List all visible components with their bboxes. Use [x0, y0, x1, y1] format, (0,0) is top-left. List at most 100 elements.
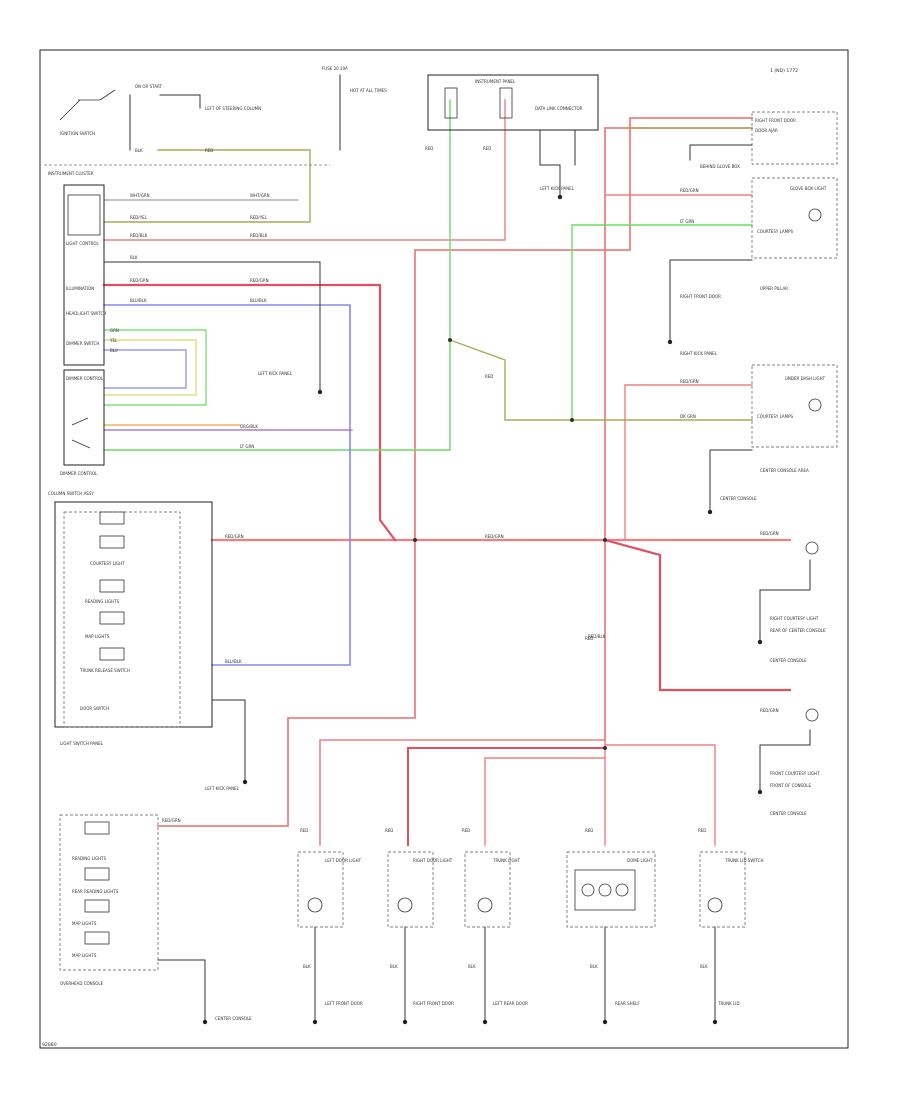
page-code: 1 (ND) 1772: [770, 68, 798, 74]
wire-code-ltgrn-r1: LT GRN: [680, 219, 694, 224]
ground-symbol-11: [707, 509, 713, 515]
wire-code-red-blk: RED/BLK: [130, 233, 148, 238]
wire-black-r3: [709, 449, 753, 511]
ground-symbol-12: [757, 639, 763, 645]
center-console-ground-3: CENTER CONSOLE: [770, 811, 807, 816]
wire-code-red-b1: RED: [300, 828, 308, 833]
glove-box-bulb: [808, 208, 822, 222]
fuse-hot-label: HOT AT ALL TIMES: [350, 88, 387, 93]
wire-code-red-b5: RED: [698, 828, 706, 833]
wire-code-red-grn: RED/GRN: [130, 278, 149, 283]
rear-shelf-ground: REAR SHELF: [615, 1001, 640, 1006]
right-front-door-2: RIGHT FRONT DOOR: [680, 294, 721, 299]
dimmer-control-switch: [71, 417, 91, 449]
ground-symbol-5: [712, 1019, 718, 1025]
left-door-bulb: [307, 897, 323, 913]
oc-lamp-3: [84, 899, 110, 913]
wire-red-right-dome: [624, 384, 753, 541]
ignition-switch-label: IGNITION SWITCH: [60, 131, 95, 136]
dimmer-switch-label: DIMMER SWITCH: [66, 341, 99, 346]
ground-symbol-4: [602, 1019, 608, 1025]
wire-code-wht-grn-b: WHT/GRN: [250, 193, 270, 198]
dimmer-control-block: DIMMER CONTROL GRN YEL BLU ORG/BLK LT GR…: [60, 328, 258, 476]
right-door-lamp-box: [387, 851, 434, 928]
left-kick-ground-2: LEFT KICK PANEL: [205, 786, 240, 791]
light-control-block: LIGHT CONTROL ILLUMINATION HEADLIGHT SWI…: [63, 184, 293, 376]
right-kick-ground-label: RIGHT KICK PANEL: [680, 351, 718, 356]
dome-light-label: DOME LIGHT: [627, 858, 653, 863]
right-door-bulb: [397, 897, 413, 913]
ground-left-kick-3: LEFT KICK PANEL: [540, 186, 575, 191]
instrument-cluster-label: INSTRUMENT CLUSTER: [48, 171, 94, 176]
courtesy-light-label: COURTESY LIGHT: [90, 561, 125, 566]
left-front-door-ground: LEFT FRONT DOOR: [325, 1001, 363, 1006]
left-rear-door-ground: LEFT REAR DOOR: [493, 1001, 528, 1006]
right-components: RIGHT FRONT DOOR DOOR AJAR BEHIND GLOVE …: [485, 111, 838, 816]
wire-black-r1: [689, 144, 753, 161]
wire-code-red-yel-b: RED/YEL: [250, 215, 268, 220]
instrument-panel-box: [427, 74, 599, 131]
wire-blue-1: [103, 304, 351, 666]
junction-605-740: [603, 746, 607, 750]
under-dash-label: UNDER DASH LIGHT: [785, 376, 826, 381]
trunk-release-label: TRUNK RELEASE SWITCH: [79, 668, 130, 673]
wire-code-red-grn-r1: RED/GRN: [680, 188, 699, 193]
front-console-label: FRONT OF CONSOLE: [770, 783, 812, 788]
wire-code-red-grn-r2: RED/GRN: [680, 379, 699, 384]
lamp-box-3: [99, 579, 125, 593]
ip-cell-1: [444, 87, 458, 119]
wire-code-ltgrn: LT GRN: [240, 444, 254, 449]
light-switch-panel-label: LIGHT SWITCH PANEL: [60, 741, 104, 746]
wire-black-fs: [157, 959, 206, 1021]
wire-red-trunk-415: [414, 117, 753, 541]
wire-code-blu-blk-cs: BLU/BLK: [225, 659, 242, 664]
wire-code-red-grn-mid: RED/GRN: [485, 534, 504, 539]
left-of-column-label: LEFT OF STEERING COLUMN: [205, 106, 261, 111]
behind-glove-label: BEHIND GLOVE BOX: [700, 164, 740, 169]
footer-code: 92880: [42, 1042, 57, 1048]
trunk-bulb: [477, 897, 493, 913]
wire-code-blk-1: BLK: [135, 148, 143, 153]
wire-code-red-grn-b: RED/GRN: [250, 278, 269, 283]
wire-red-bottom-5: [604, 744, 716, 846]
left-door-lamp-box: [297, 851, 344, 928]
light-control-inner: [67, 194, 101, 236]
dome-bulb-2: [598, 883, 612, 897]
right-door-light-label: RIGHT DOOR LIGHT: [413, 858, 453, 863]
wire-code-blu-blk: BLU/BLK: [130, 298, 147, 303]
ground-symbol-8: [317, 389, 323, 395]
wire-red-415-down: [157, 539, 416, 827]
column-switch-label: COLUMN SWITCH ASSY: [48, 491, 94, 496]
trunk-lid-bulb: [707, 897, 723, 913]
ground-symbol-13: [757, 789, 763, 795]
junction-605-540: [603, 538, 607, 542]
courtesy-lamps-2: COURTESY LAMPS: [757, 414, 794, 419]
light-control-box: [63, 184, 105, 366]
dimmer-control-box: [63, 369, 105, 466]
lamp-box-2: [99, 535, 125, 549]
reading-lights-label: READING LIGHTS: [85, 599, 120, 604]
wire-black-ls: [211, 699, 246, 781]
oc-lamp-1: [84, 821, 110, 835]
wire-code-blu-blk-b: BLU/BLK: [250, 298, 267, 303]
wire-code-red-grn-oc: RED/GRN: [162, 818, 181, 823]
under-dash-box: [751, 364, 838, 448]
fuse-label: FUSE 20 10A: [322, 66, 348, 71]
rear-console-label: REAR OF CENTER CONSOLE: [770, 628, 826, 633]
wire-code-dkgrn-r2: DK GRN: [680, 414, 696, 419]
ip-cell-2: [499, 87, 513, 119]
wire-code-blk-b5: BLK: [700, 964, 708, 969]
right-courtesy-label: RIGHT COURTESY LIGHT: [770, 616, 819, 621]
wire-code-grn-d: GRN: [110, 328, 119, 333]
ignition-area: IGNITION SWITCH ON OR START LEFT OF STEE…: [44, 66, 387, 176]
ignition-switch-symbol: [59, 89, 116, 121]
wire-black-r2: [669, 259, 753, 341]
trunk-light-label: TRUNK LIGHT: [492, 858, 521, 863]
wire-code-blk-2: BLK: [130, 255, 138, 260]
wires: [102, 74, 811, 1021]
dome-lamp-inner: [574, 869, 636, 911]
trunk-lamp-box: [464, 851, 511, 928]
wire-olive-1: [103, 149, 311, 223]
wire-code-red-grn-r3: RED/GRN: [760, 531, 779, 536]
